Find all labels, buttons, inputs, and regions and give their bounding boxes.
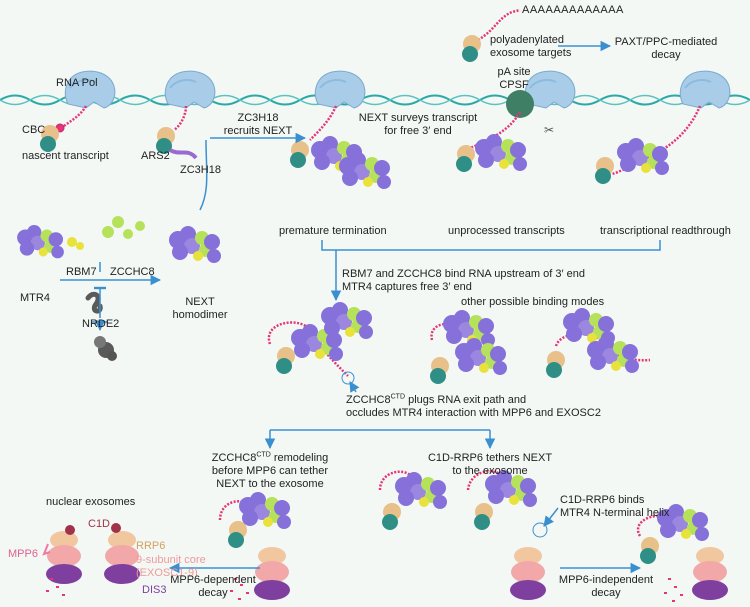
complex-mpp6-tether — [218, 492, 291, 600]
label-rrp6: RRP6 — [136, 540, 166, 552]
label-zcchc8: ZCCHC8 — [110, 266, 155, 278]
nrde2-blob — [85, 291, 103, 314]
label-cbc: CBC — [22, 124, 46, 136]
cbc-polya — [462, 35, 481, 62]
label-mtr4: MTR4 — [20, 292, 50, 304]
nascent-rna-2 — [173, 105, 188, 132]
c1d-left — [65, 525, 75, 535]
cpsf — [506, 90, 534, 118]
label-core: 9-subunit core(EXOSC1-9) — [136, 554, 206, 579]
next-complex-unprocessed — [475, 134, 527, 171]
decay-fragments-left — [230, 578, 249, 600]
mpp6-strand — [42, 543, 51, 556]
nascent-rna-1 — [63, 105, 88, 128]
zc3h18-strand — [168, 148, 198, 160]
dna-helix — [0, 94, 750, 106]
label-bind-upstream: RBM7 and ZCCHC8 bind RNA upstream of 3′ … — [342, 268, 585, 293]
rna-pol-3 — [314, 70, 366, 109]
zcchc8-blob — [102, 216, 145, 239]
c1d-right — [111, 523, 121, 533]
label-premature-termination: premature termination — [279, 225, 387, 237]
binding-mode-alt-2 — [546, 308, 651, 378]
label-polya-tail: AAAAAAAAAAAAA — [522, 4, 624, 16]
arrow-plug-pointer — [349, 381, 360, 393]
rna-pol-2 — [164, 70, 216, 109]
label-zc3h18: ZC3H18 — [180, 164, 221, 176]
cbc-premature — [290, 141, 309, 168]
scissors-icon: ✂ — [544, 123, 554, 137]
label-transcriptional-readthrough: transcriptional readthrough — [600, 225, 731, 237]
exosome-mpp6 — [46, 531, 82, 584]
binding-mode-main — [267, 302, 373, 385]
arrow-c1d-binds — [543, 507, 559, 527]
label-nrde2: NRDE2 — [82, 318, 120, 330]
rbm7-blob — [67, 237, 84, 250]
label-unprocessed-transcripts: unprocessed transcripts — [448, 225, 565, 237]
complex-mpp6-independent — [636, 504, 728, 600]
exosome-c1d-rrp6 — [104, 531, 140, 584]
rna-pol-5 — [679, 70, 731, 109]
binding-mode-alt-1 — [430, 310, 507, 384]
complex-c1d-tether-1 — [378, 470, 447, 530]
label-other-binding-modes: other possible binding modes — [461, 296, 605, 308]
label-c1d: C1D — [88, 518, 111, 530]
label-nascent-transcript: nascent transcript — [22, 150, 109, 162]
cbc-unprocessed — [456, 145, 475, 172]
next-complex-readthrough — [617, 138, 669, 175]
pathway-arrows — [60, 40, 661, 574]
decay-fragments-exosome — [46, 578, 65, 596]
complex-c1d-tether-2 — [466, 470, 548, 600]
label-rbm7: RBM7 — [66, 266, 97, 278]
label-ars2: ARS2 — [141, 150, 170, 162]
mtr4-blob — [17, 225, 64, 259]
nrde2-mtr4-complex — [94, 336, 117, 361]
cbc-readthrough — [595, 157, 614, 184]
label-mpp6: MPP6 — [8, 548, 38, 560]
decay-fragments-right — [664, 578, 683, 602]
label-nuclear-exosomes: nuclear exosomes — [46, 496, 136, 508]
next-complex-premature-2 — [339, 152, 391, 189]
next-homodimer — [169, 226, 221, 263]
label-rna-pol: RNA Pol — [56, 77, 98, 89]
label-dis3: DIS3 — [142, 584, 167, 596]
